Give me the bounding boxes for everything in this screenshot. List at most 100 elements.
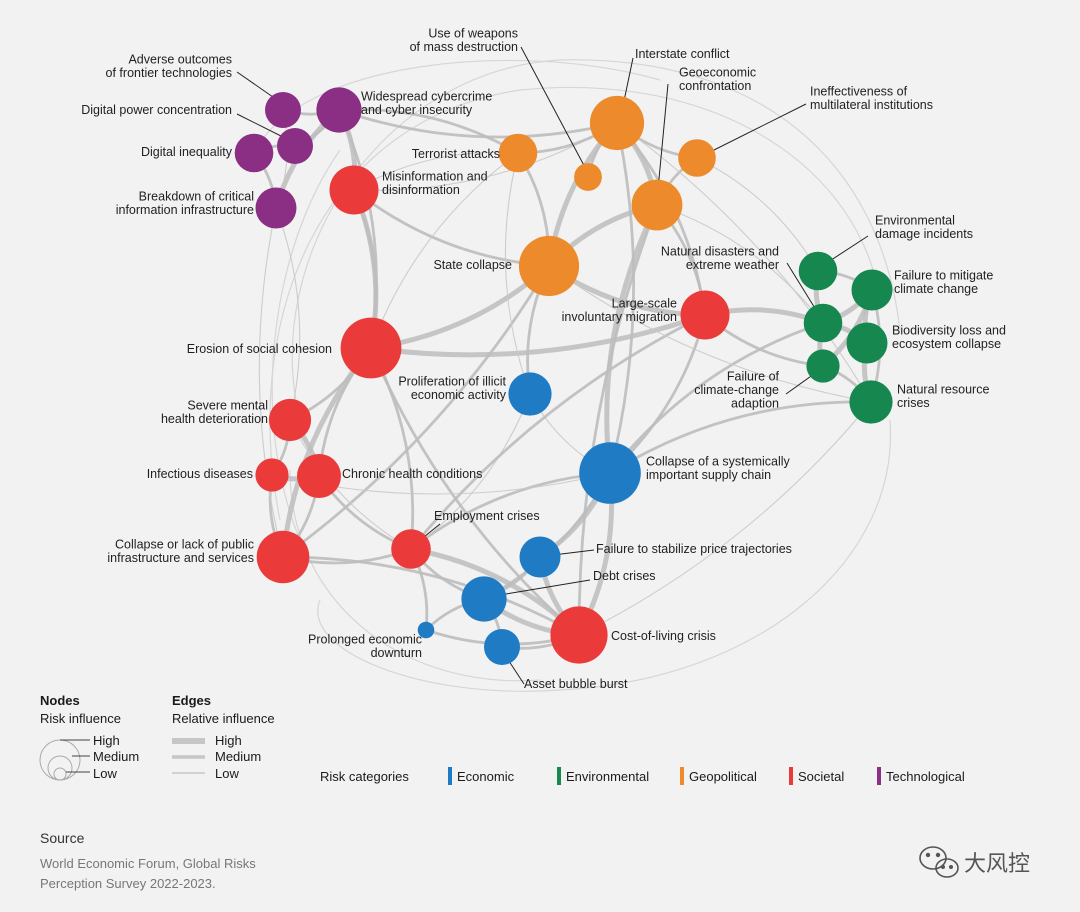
network-edge xyxy=(608,321,825,475)
legend-node-high-label: High xyxy=(93,733,120,748)
network-edge xyxy=(281,264,551,559)
legend-category-societal: Societal xyxy=(798,769,844,784)
legend-edge-medium-label: Medium xyxy=(215,749,261,764)
legend-edge-low-label: Low xyxy=(215,766,239,781)
network-edge xyxy=(337,108,520,155)
legend-edge-high-label: High xyxy=(215,733,242,748)
risk-node-pricestab xyxy=(519,536,561,578)
risk-label-employment: Employment crises xyxy=(434,509,540,523)
network-edge xyxy=(409,313,707,551)
risk-node-cohesion xyxy=(340,317,402,379)
network-edge xyxy=(696,157,819,272)
network-edge xyxy=(616,122,872,403)
risk-node-statecollapse xyxy=(518,235,580,297)
background-arcs xyxy=(253,59,901,692)
legend-swatch-environmental xyxy=(557,767,561,785)
risk-label-chronic: Chronic health conditions xyxy=(342,467,482,481)
network-edge xyxy=(656,204,824,324)
source-block: Source World Economic Forum, Global Risk… xyxy=(40,830,256,891)
risk-node-digpower xyxy=(277,128,313,164)
legend-category-geopolitical: Geopolitical xyxy=(689,769,757,784)
risk-node-adaption xyxy=(806,349,840,383)
legend-node-low-label: Low xyxy=(93,766,117,781)
leader-line-ineffective xyxy=(699,103,807,158)
network-edge xyxy=(504,152,531,395)
network-edge xyxy=(370,152,519,349)
risk-node-prolonged xyxy=(417,621,435,639)
network-edge xyxy=(280,345,374,560)
network-edge xyxy=(289,419,412,550)
risk-node-employment xyxy=(391,529,431,569)
legend-swatch-economic xyxy=(448,767,452,785)
background-arc xyxy=(289,469,541,682)
risk-node-diginequal xyxy=(234,133,274,173)
risk-node-assetbubble xyxy=(484,629,520,665)
legend-node-medium-label: Medium xyxy=(93,749,139,764)
legend-node-high xyxy=(39,739,81,781)
risk-node-natresource xyxy=(849,380,893,424)
wechat-icon xyxy=(919,846,959,878)
legend-category-environmental: Environmental xyxy=(566,769,649,784)
background-arc xyxy=(269,86,881,521)
risk-label-terrorist: Terrorist attacks xyxy=(412,147,500,161)
network-edge xyxy=(281,555,581,637)
risk-node-breakdown xyxy=(255,187,297,229)
risk-node-mitigate xyxy=(851,269,893,311)
nodes-layer xyxy=(234,87,893,665)
legend-categories: Risk categories Economic Environmental G… xyxy=(320,767,965,785)
risk-label-assetbubble: Asset bubble burst xyxy=(524,677,628,691)
watermark: 大风控 xyxy=(919,846,1030,878)
legend-swatch-technological xyxy=(877,767,881,785)
network-edge xyxy=(337,108,378,350)
legend-swatch-societal xyxy=(789,767,793,785)
risk-label-interstate: Interstate conflict xyxy=(635,47,730,61)
network-edge xyxy=(608,121,636,475)
legend-category-economic: Economic xyxy=(457,769,515,784)
legend-edges-title: Edges xyxy=(172,693,211,708)
risk-node-mental xyxy=(268,398,312,442)
legend-nodes: Nodes Risk influence High Medium Low xyxy=(39,693,139,781)
risk-label-debt: Debt crises xyxy=(593,569,656,583)
network-edge xyxy=(578,401,872,636)
network-edge xyxy=(410,393,531,550)
risk-label-digpower: Digital power concentration xyxy=(81,103,232,117)
risk-label-pricestab: Failure to stabilize price trajectories xyxy=(596,542,792,556)
network-edge xyxy=(608,400,873,475)
risk-node-migration xyxy=(680,290,730,340)
network-edge xyxy=(604,202,660,476)
background-arc xyxy=(317,419,892,692)
legend-edges-subtitle: Relative influence xyxy=(172,711,275,726)
risk-node-biodiversity xyxy=(846,322,888,364)
risk-node-wmd xyxy=(574,163,602,191)
risk-node-infectious xyxy=(255,458,289,492)
risk-node-chronic xyxy=(297,454,341,498)
risk-node-cybercrime xyxy=(316,87,362,133)
risk-node-supplychain xyxy=(579,442,641,504)
risk-node-adverse xyxy=(265,92,301,128)
network-edge xyxy=(337,108,619,139)
source-heading: Source xyxy=(40,830,85,846)
risk-node-terrorist xyxy=(498,133,538,173)
risk-node-envdamage xyxy=(798,251,838,291)
risk-label-costofliving: Cost-of-living crisis xyxy=(611,629,716,643)
legend-edges: Edges Relative influence High Medium Low xyxy=(172,693,275,781)
risk-node-misinfo xyxy=(329,165,379,215)
network-edge xyxy=(368,312,708,358)
legend-categories-title: Risk categories xyxy=(320,769,409,784)
network-edge xyxy=(275,207,301,421)
